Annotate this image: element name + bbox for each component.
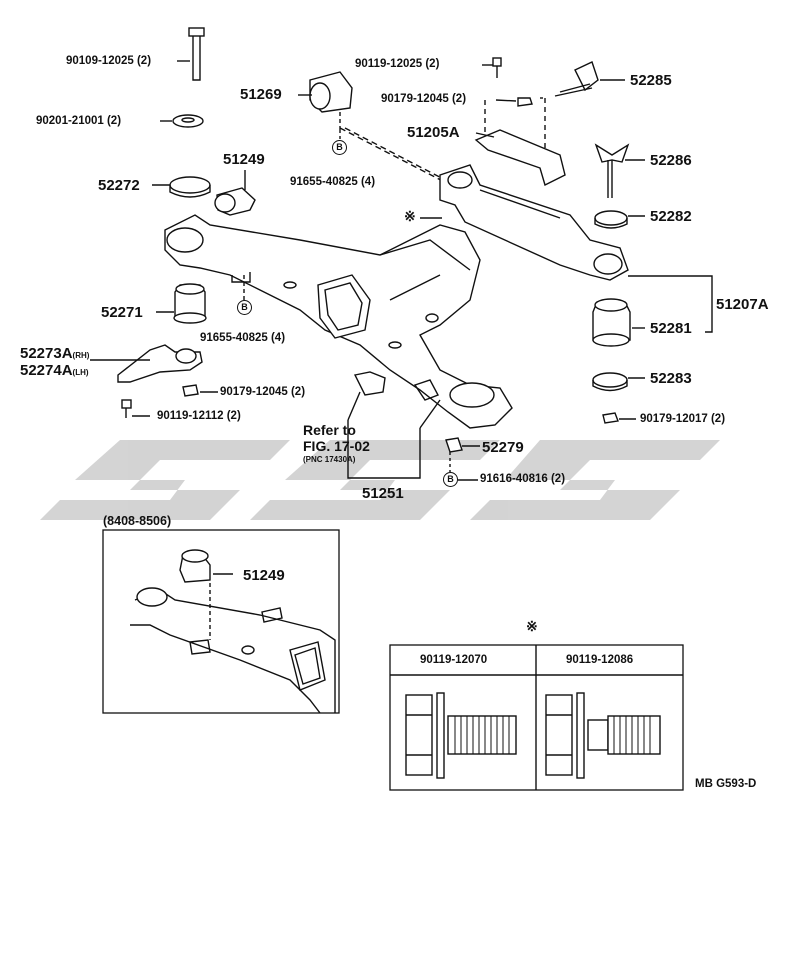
label-52273A-side: (RH) [72,351,90,360]
inset-frame [102,529,340,714]
label-91655-40825-a: 91655-40825 (4) [290,176,376,188]
label-51269: 51269 [240,86,282,103]
label-91616-40816: 91616-40816 (2) [480,473,566,485]
label-52274A-side: (LH) [72,368,89,377]
label-91655-40825-b: 91655-40825 (4) [200,332,286,344]
label-52281: 52281 [650,320,692,337]
watermark-logo [40,440,720,520]
asterisk-icon: ※ [526,618,538,634]
label-52279: 52279 [482,439,524,456]
label-90109-12025: 90109-12025 (2) [66,55,152,67]
label-52273A: 52273A(RH) [20,345,90,362]
figure-code: MB G593-D [695,778,757,790]
label-52283: 52283 [650,370,692,387]
b-marker-icon: B [237,300,252,315]
label-51249: 51249 [223,151,265,168]
label-52274A: 52274A(LH) [20,362,89,379]
inset-label-51249: 51249 [243,567,285,584]
refer-line-1: Refer to [303,422,356,438]
label-90201-21001: 90201-21001 (2) [36,115,122,127]
asterisk-icon: ※ [404,208,416,224]
label-90119-12112: 90119-12112 (2) [157,410,241,422]
label-52271: 52271 [101,304,143,321]
b-marker-icon: B [443,472,458,487]
refer-line-3: (PNC 17430A) [303,455,356,464]
label-52285: 52285 [630,72,672,89]
label-90179-12045-bottom: 90179-12045 (2) [220,386,306,398]
label-52286: 52286 [650,152,692,169]
refer-line-2: FIG. 17-02 [303,438,370,454]
inset-date-range: (8408-8506) [103,514,172,528]
label-90179-12017: 90179-12017 (2) [640,413,726,425]
main-subframe-drawing [90,27,713,791]
b-marker-icon: B [332,140,347,155]
label-52272: 52272 [98,177,140,194]
label-51251: 51251 [362,485,404,502]
label-51207A: 51207A [716,296,769,313]
table-header-90119-12086: 90119-12086 [566,654,634,666]
label-52282: 52282 [650,208,692,225]
label-51205A: 51205A [407,124,460,141]
label-90119-12025: 90119-12025 (2) [355,58,440,70]
label-90179-12045-top: 90179-12045 (2) [381,93,467,105]
table-header-90119-12070: 90119-12070 [420,654,488,666]
